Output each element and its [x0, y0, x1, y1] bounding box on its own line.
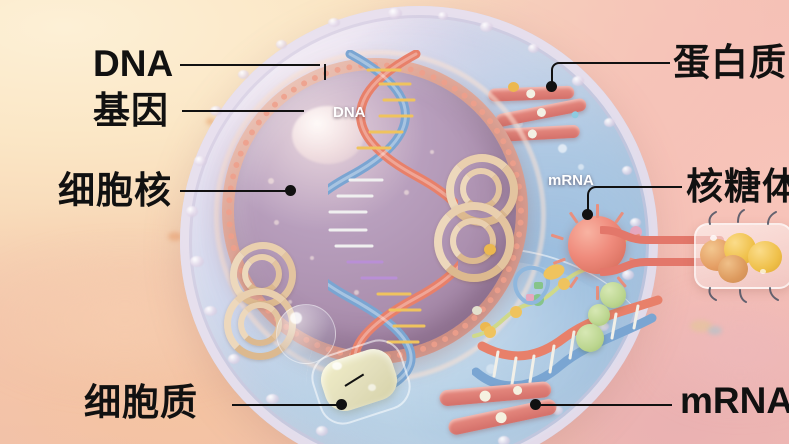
leader-dot-protein — [546, 81, 557, 92]
er-coil — [450, 218, 496, 264]
callout-label-cytoplasm: 细胞质 — [84, 382, 198, 423]
cytoplasm-bubble — [516, 120, 523, 127]
membrane-bump — [528, 44, 539, 53]
er-coil-group-right — [432, 154, 542, 284]
membrane-bump — [276, 40, 287, 49]
membrane-bump — [194, 156, 207, 166]
ribosome-group — [550, 202, 644, 300]
membrane-bump — [598, 322, 609, 331]
membrane-bump — [572, 76, 584, 86]
membrane-bump — [186, 206, 198, 217]
leader-line-gene — [182, 110, 304, 112]
membrane-bump — [388, 8, 402, 19]
nucleoplasm-speck — [274, 220, 279, 225]
cell-illustration — [180, 6, 663, 444]
callout-label-protein: 蛋白质 — [673, 42, 787, 83]
leader-hook-dna — [312, 64, 326, 80]
background-speck — [708, 326, 722, 335]
vesicle-highlight — [332, 362, 342, 370]
membrane-bump — [266, 394, 279, 404]
nucleoplasm-speck — [430, 150, 434, 154]
protein-subunit — [748, 241, 782, 273]
inner-label-mrna: mRNA — [548, 172, 594, 189]
leader-dot-nucleus — [285, 185, 296, 196]
membrane-bump — [238, 70, 249, 79]
callout-label-ribosome: 核糖体 — [686, 166, 789, 207]
protein-highlight — [710, 235, 717, 241]
vesicle-highlight — [368, 384, 376, 391]
green-subunit — [576, 324, 604, 352]
leader-line-ribosome — [596, 186, 682, 188]
green-subunit — [600, 282, 626, 308]
membrane-bump — [190, 256, 204, 267]
membrane-bump — [604, 118, 615, 127]
ribosome — [568, 216, 626, 274]
background-speck — [206, 118, 215, 125]
membrane-bump — [228, 354, 240, 364]
cytoplasm-bubble — [578, 164, 584, 170]
membrane-bump — [622, 166, 632, 175]
transport-bead — [484, 244, 496, 255]
membrane-bump — [480, 22, 493, 32]
callout-label-dna: DNA — [93, 43, 174, 84]
trna-svg — [513, 264, 565, 305]
vacuole — [276, 304, 336, 364]
background-blur-right — [640, 290, 789, 410]
leader-dot-cytoplasm — [336, 399, 347, 410]
leader-line-protein — [560, 62, 670, 64]
leader-line-dna — [180, 64, 320, 66]
callout-label-gene: 基因 — [93, 90, 169, 131]
leader-elbow-ribosome — [587, 186, 601, 214]
background-speck — [168, 232, 182, 241]
protein-subunit — [718, 255, 748, 283]
callout-label-mrna: mRNA — [680, 380, 789, 421]
leader-line-nucleus — [180, 190, 288, 192]
transport-bead — [472, 306, 482, 315]
ribosome-spike — [568, 211, 579, 224]
er-coil — [434, 202, 514, 282]
nucleoplasm-speck — [354, 290, 359, 295]
green-subunit — [588, 304, 610, 326]
leader-line-cytoplasm — [232, 404, 342, 406]
protein-capsule-cilia — [694, 208, 789, 304]
trna-complex — [510, 254, 580, 314]
membrane-bump — [630, 218, 641, 227]
inner-label-dna: DNA — [333, 104, 366, 121]
cytoplasm-bubble — [558, 144, 567, 153]
membrane-bump — [438, 12, 448, 20]
callout-label-nucleus: 细胞核 — [58, 170, 172, 211]
dna-base-pairs — [356, 68, 416, 150]
leader-elbow-protein — [551, 62, 565, 86]
leader-line-mrna — [538, 404, 672, 406]
leader-dot-ribosome — [582, 209, 593, 220]
transport-bead — [480, 322, 491, 332]
protein-export-arms — [598, 222, 730, 288]
cytoplasm-bubble — [486, 364, 496, 374]
protein-highlight — [760, 269, 766, 274]
transport-bead — [508, 82, 519, 92]
nucleoplasm-speck — [310, 256, 314, 260]
nucleoplasm-speck — [288, 300, 292, 304]
leader-dot-mrna — [530, 399, 541, 410]
protein-capsule — [694, 223, 789, 289]
membrane-bump — [204, 306, 217, 316]
membrane-bump — [498, 436, 510, 444]
membrane-bump — [552, 406, 563, 415]
er-coil — [238, 302, 282, 346]
nucleolus — [292, 106, 364, 164]
protein-arms-svg — [598, 226, 724, 276]
vacuole-highlight — [290, 312, 302, 324]
green-chain — [576, 282, 646, 372]
background-speck — [690, 320, 712, 332]
membrane-bump — [328, 18, 340, 27]
capsule-cilia-svg — [708, 209, 779, 303]
nucleoplasm-speck — [404, 190, 409, 195]
nucleoplasm-speck — [268, 178, 274, 184]
membrane-bump — [316, 426, 328, 436]
membrane-bump — [622, 270, 634, 280]
